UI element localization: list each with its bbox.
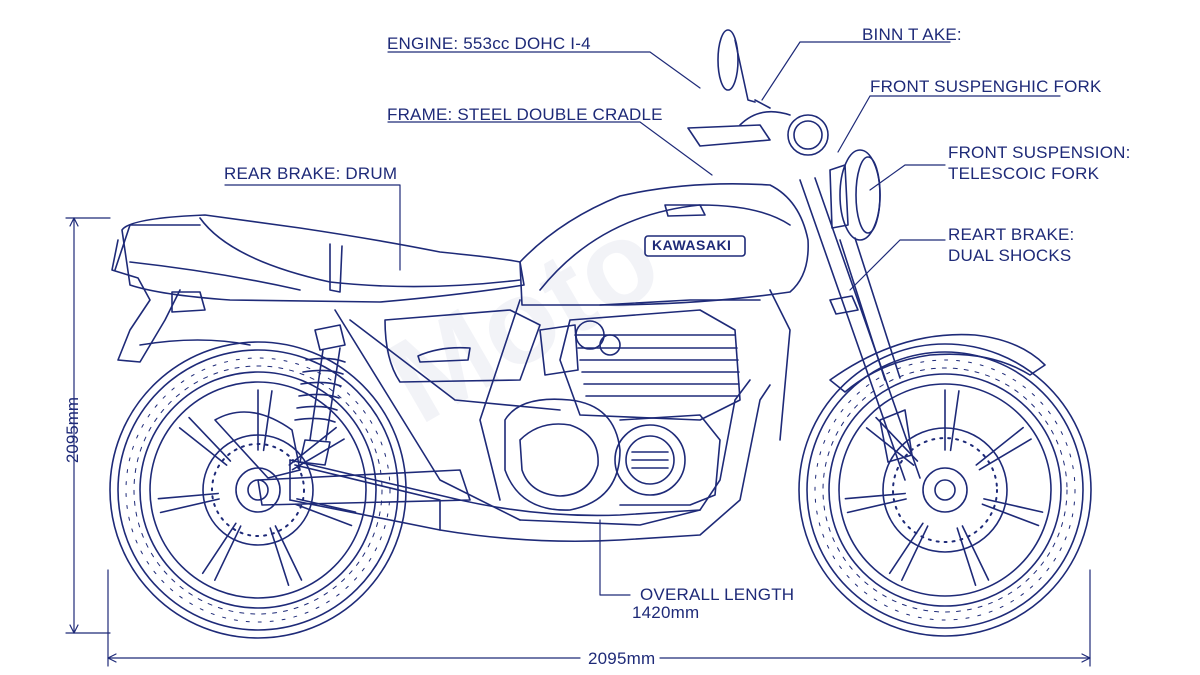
rear-wheel bbox=[109, 341, 407, 639]
height-dimension-label: 2095mm bbox=[63, 396, 83, 464]
exhaust bbox=[289, 379, 771, 543]
front-wheel bbox=[798, 343, 1092, 637]
front-suspension-label-1: FRONT SUSPENSION: bbox=[948, 143, 1131, 162]
leader-lines bbox=[224, 41, 1061, 596]
seat bbox=[121, 214, 525, 303]
headlight bbox=[829, 149, 881, 241]
swingarm bbox=[257, 469, 471, 506]
frame bbox=[334, 289, 791, 526]
frame-label: FRAME: STEEL DOUBLE CRADLE bbox=[387, 105, 663, 124]
top-right-label: BINN T AKE: bbox=[862, 25, 962, 44]
rear-shock bbox=[294, 324, 346, 466]
handlebar bbox=[687, 29, 829, 156]
front-fork-label: FRONT SUSPENGHIC FORK bbox=[870, 77, 1102, 96]
rear-shocks-label-1: REART BRAKE: bbox=[948, 225, 1075, 244]
dimension-lines bbox=[65, 217, 1091, 667]
rear-brake-label: REAR BRAKE: DRUM bbox=[224, 164, 398, 183]
overall-length-label-2: 1420mm bbox=[632, 603, 700, 622]
length-dimension-label: 2095mm bbox=[588, 649, 656, 668]
front-fender bbox=[829, 333, 1046, 393]
engine-label: ENGINE: 553cc DOHC I-4 bbox=[387, 34, 591, 53]
front-suspension-label-2: TELESCOIC FORK bbox=[948, 164, 1100, 183]
rear-shocks-label-2: DUAL SHOCKS bbox=[948, 246, 1072, 265]
overall-length-label-1: OVERALL LENGTH bbox=[640, 585, 795, 604]
brand-badge: KAWASAKI bbox=[652, 237, 732, 253]
side-cover bbox=[384, 309, 541, 383]
engine bbox=[504, 309, 741, 511]
